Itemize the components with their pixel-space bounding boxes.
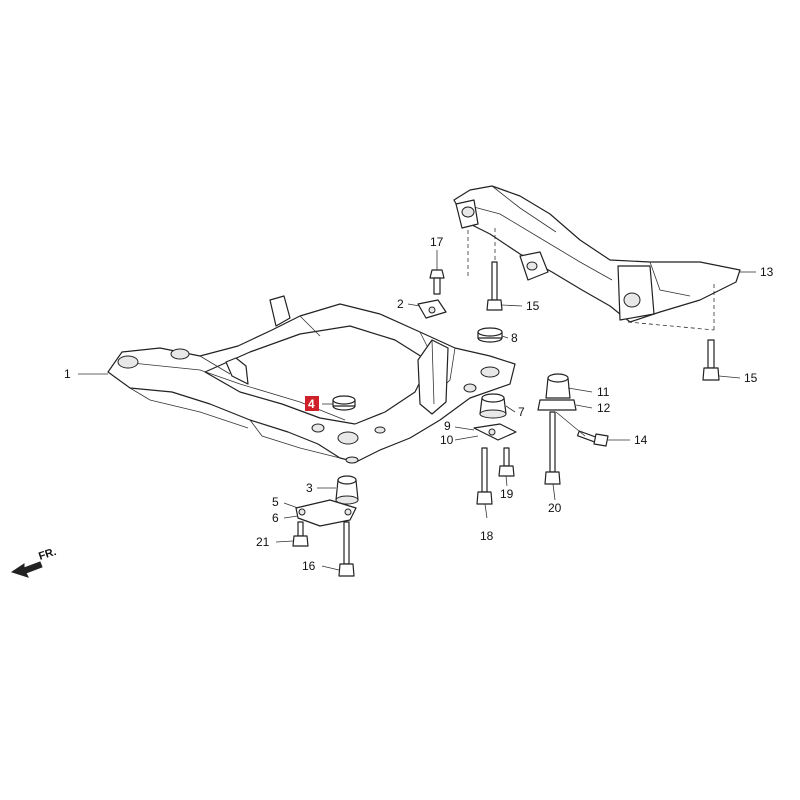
part-label-2: 2 [397,297,404,311]
part-label-1: 1 [64,367,71,381]
part-label-4-highlight [305,396,319,411]
part-label-17: 17 [430,235,444,249]
bolt-18[interactable] [476,447,493,505]
part-label-9: 9 [444,419,451,433]
part-label-6: 6 [272,511,279,525]
part-label-11: 11 [597,385,610,399]
bolt-17[interactable] [429,269,445,295]
rear-cross-beam[interactable] [453,185,741,331]
part-label-16: 16 [302,559,316,573]
part-label-4[interactable]: 4 [308,397,315,411]
bolt-21[interactable] [292,521,309,547]
plate-9-10[interactable] [473,423,517,441]
plate-5-6[interactable] [295,499,357,527]
part-label-5: 5 [272,495,279,509]
bolt-16[interactable] [338,521,355,577]
part-label-14: 14 [634,433,648,447]
part-label-15-right: 15 [744,371,758,385]
bolt-19[interactable] [498,447,515,477]
direction-label: FR. [37,546,58,563]
bushing-7[interactable] [479,393,507,419]
part-label-7: 7 [518,405,525,419]
bushing-3[interactable] [335,475,359,505]
bolt-20[interactable] [544,411,561,485]
front-subframe[interactable] [107,295,516,464]
part-label-10: 10 [440,433,454,447]
front-direction-arrow: FR. [10,546,58,578]
part-label-8: 8 [511,331,518,345]
part-label-20: 20 [548,501,562,515]
mount-4[interactable] [332,395,356,411]
part-label-19: 19 [500,487,514,501]
part-label-3: 3 [306,481,313,495]
part-label-21: 21 [256,535,270,549]
bolt-15-right[interactable] [702,339,720,381]
part-label-15-left: 15 [526,299,540,313]
part-label-12: 12 [597,401,611,415]
bracket-2[interactable] [417,299,447,319]
bolt-15-left[interactable] [486,261,503,311]
part-label-18: 18 [480,529,494,543]
mount-11-12[interactable] [537,373,577,411]
part-label-13: 13 [760,265,774,279]
mount-8[interactable] [477,327,503,343]
leader-lines [78,250,756,571]
